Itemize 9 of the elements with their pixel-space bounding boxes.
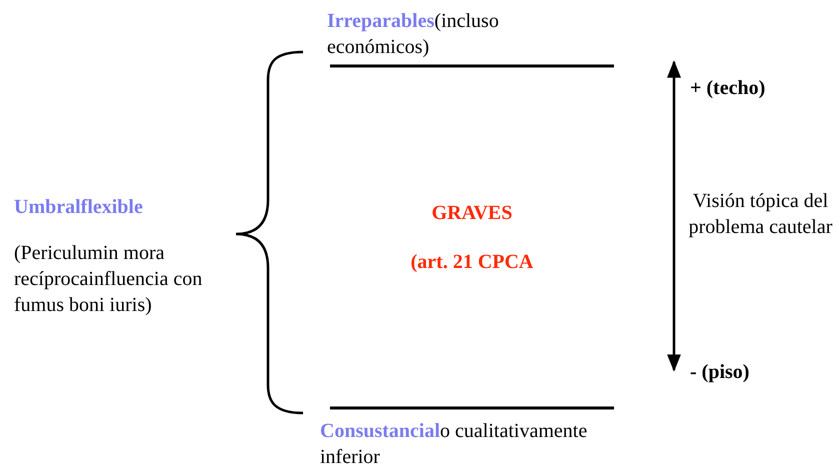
heading-text: Irreparables(incluso económicos) bbox=[327, 9, 500, 60]
threshold-description: (Periculumin mora recíprocainfluencia con fumus boni iuris) bbox=[14, 241, 204, 318]
floor-label: - (piso) bbox=[690, 360, 750, 385]
category-title: GRAVES bbox=[430, 201, 514, 226]
article-reference: (art. 21 CPCA bbox=[410, 250, 534, 275]
axis-description: Visión tópica del problema cautelar bbox=[688, 189, 834, 240]
heading-text: Consustancialo cualitativamente inferior bbox=[320, 419, 588, 470]
threshold-heading: Umbralflexible bbox=[14, 195, 144, 220]
ceiling-label: + (techo) bbox=[690, 76, 766, 101]
